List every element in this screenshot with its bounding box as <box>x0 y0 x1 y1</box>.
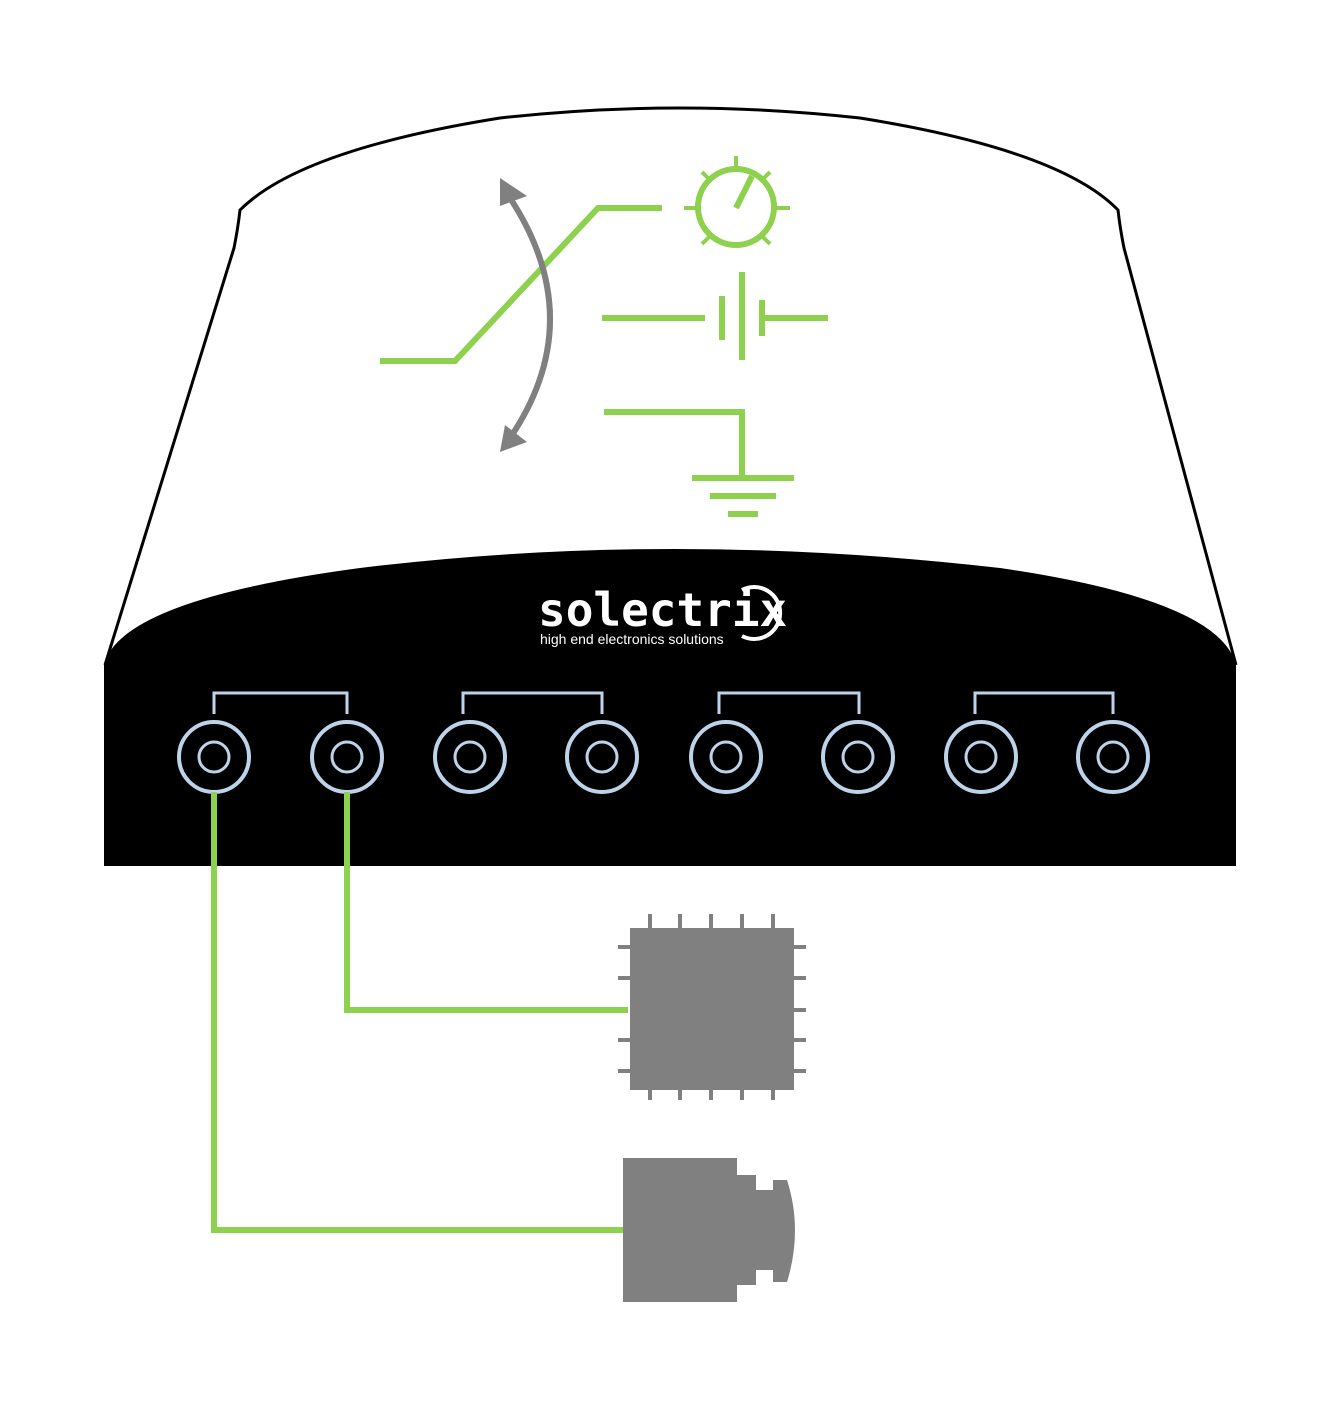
cable-to-chip <box>344 792 628 1013</box>
port-5[interactable] <box>689 720 763 794</box>
port-8[interactable] <box>1076 720 1150 794</box>
knob-icon <box>684 156 790 248</box>
port-6[interactable] <box>821 720 895 794</box>
logo-swoosh-icon <box>741 585 783 641</box>
housing-front-panel <box>104 549 1236 866</box>
brand-logo: solectrix high end electronics solutions <box>538 583 787 647</box>
cable-to-camera <box>211 792 626 1233</box>
ground-icon <box>604 409 794 517</box>
port-4[interactable] <box>565 720 639 794</box>
camera-icon <box>623 1158 795 1302</box>
port-3[interactable] <box>433 720 507 794</box>
microchip-icon <box>618 914 806 1100</box>
port-1[interactable] <box>177 720 251 794</box>
port-7[interactable] <box>944 720 1018 794</box>
port-2[interactable] <box>310 720 384 794</box>
ports <box>177 720 1150 794</box>
housing-top-outline <box>103 106 1238 666</box>
port-pair-brackets <box>212 691 1115 714</box>
brand-tagline: high end electronics solutions <box>540 631 724 647</box>
switch-lever-line <box>380 205 662 364</box>
brand-name: solectrix <box>538 583 787 637</box>
battery-icon <box>602 272 828 360</box>
switch-toggle-arrow-icon <box>500 178 553 452</box>
